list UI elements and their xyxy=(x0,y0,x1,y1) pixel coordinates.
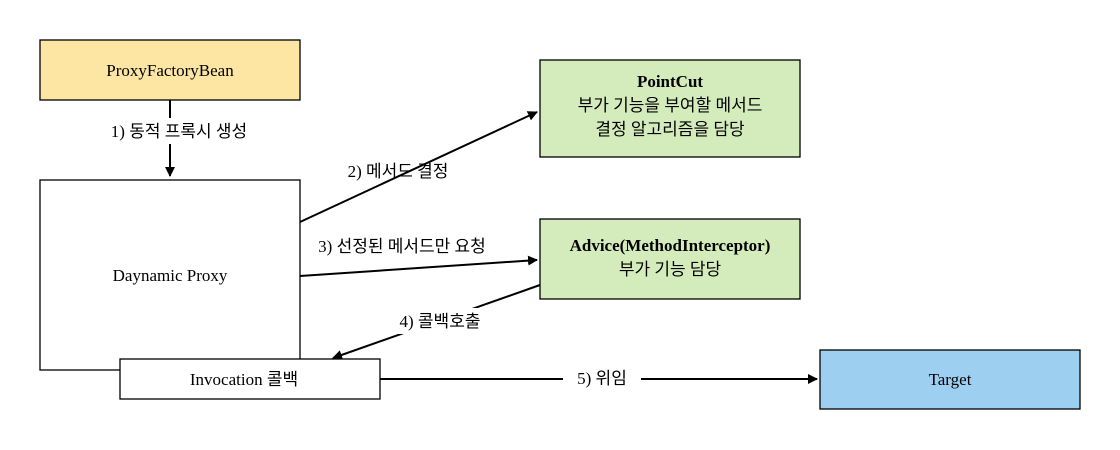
advice-description: 부가 기능 담당 xyxy=(619,260,722,279)
dynamic-proxy-box xyxy=(39,179,301,371)
pointcut-title: PointCut xyxy=(637,72,703,91)
invocation-label: Invocation 콜백 xyxy=(190,370,298,389)
advice-title: Advice(MethodInterceptor) xyxy=(570,236,771,255)
edge-request-selected xyxy=(299,255,538,277)
advice-box xyxy=(539,218,801,300)
pointcut-box xyxy=(539,59,801,158)
proxy-factory-bean-box xyxy=(39,39,301,101)
proxy-factory-bean-label: ProxyFactoryBean xyxy=(106,61,234,80)
edge-request-selected-label: 3) 선정된 메서드만 요청 xyxy=(318,237,486,256)
edge-callback-label: 4) 콜백호출 xyxy=(400,312,481,331)
edge-callback-label-bg xyxy=(378,308,500,334)
edge-decide-method xyxy=(299,111,538,223)
pointcut-description-line2: 결정 알고리즘을 담당 xyxy=(595,120,745,139)
target-box xyxy=(819,349,1081,410)
edge-create-proxy-label: 1) 동적 프록시 생성 xyxy=(111,122,247,141)
target-label: Target xyxy=(929,370,972,389)
dynamic-proxy-label: Daynamic Proxy xyxy=(113,266,228,285)
edge-create-proxy-label-bg xyxy=(80,118,280,144)
edge-decide-method-label: 2) 메서드 결정 xyxy=(348,162,449,181)
pointcut-description-line1: 부가 기능을 부여할 메서드 xyxy=(578,96,763,115)
edge-delegate-label-bg xyxy=(563,366,641,390)
invocation-box xyxy=(119,358,381,400)
edge-delegate-label: 5) 위임 xyxy=(577,369,627,388)
